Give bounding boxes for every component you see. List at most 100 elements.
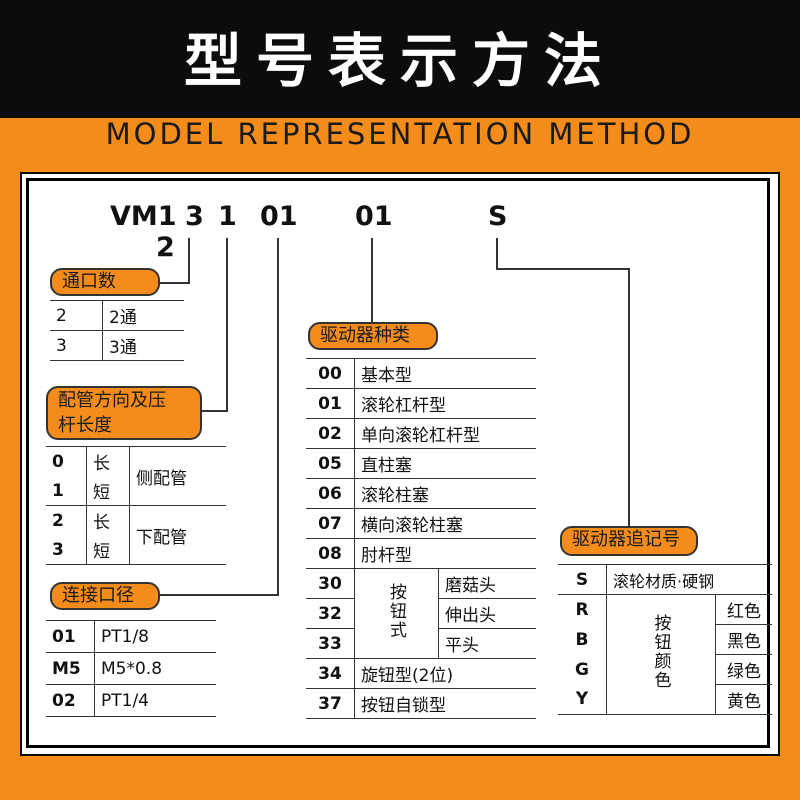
cell-desc: PT1/4 — [94, 684, 216, 717]
connector-suffix-v1 — [496, 238, 498, 270]
cell-desc: 2通 — [102, 300, 184, 331]
table-row: G 绿色 — [558, 654, 772, 685]
cell-color-group: 按钮颜色 — [650, 614, 671, 690]
cell-code: 32 — [306, 598, 355, 629]
label-piping-line1: 配管方向及压 — [58, 390, 166, 411]
cell-code: R — [575, 599, 589, 620]
label-ports: 通口数 — [50, 268, 160, 296]
cell-code: 00 — [306, 358, 355, 389]
cell-code: 3 — [50, 330, 103, 361]
connector-connection-h — [160, 594, 279, 596]
model-seg-actuator: 01 — [355, 201, 393, 232]
cell-desc: 滚轮材质·硬钢 — [606, 564, 772, 595]
cell-code: 2 — [50, 300, 103, 331]
cell-code: 07 — [306, 508, 355, 539]
connector-suffix-v2 — [628, 268, 630, 526]
cell-desc: 红色 — [715, 594, 772, 625]
cell-desc: 横向滚轮柱塞 — [354, 508, 536, 539]
cell-length: 短 — [86, 535, 130, 565]
cell-length: 短 — [86, 476, 130, 506]
cell-code: 33 — [306, 628, 355, 659]
cell-desc: 3通 — [102, 330, 184, 361]
cell-desc: 绿色 — [715, 654, 772, 685]
diagram-frame — [26, 178, 770, 748]
cell-code: 3 — [46, 535, 87, 565]
cell-code: 1 — [46, 476, 87, 506]
table-row: B 黑色 — [558, 624, 772, 655]
model-prefix: VM1 — [110, 201, 177, 232]
model-seg-connection: 01 — [260, 201, 298, 232]
cell-code: B — [575, 629, 589, 650]
cell-desc: 旋钮型(2位) — [354, 658, 536, 689]
connector-suffix-h — [496, 268, 630, 270]
page-subtitle: MODEL REPRESENTATION METHOD — [105, 117, 695, 151]
connector-ports-h — [159, 282, 190, 284]
cell-code: M5 — [46, 652, 95, 685]
cell-code: 30 — [306, 568, 355, 599]
table-row: R 按钮颜色 红色 — [558, 594, 772, 715]
label-connection: 连接口径 — [50, 582, 160, 610]
cell-group-bottom: 下配管 — [129, 505, 226, 565]
cell-code: S — [558, 564, 607, 595]
cell-desc: 黑色 — [715, 624, 772, 655]
cell-desc: 伸出头 — [438, 598, 536, 629]
cell-length: 长 — [86, 505, 130, 535]
cell-code: 2 — [52, 510, 64, 531]
label-piping: 配管方向及压 杆长度 — [46, 386, 202, 440]
cell-desc: 基本型 — [354, 358, 536, 389]
cell-code: 02 — [46, 684, 95, 717]
table-row: 33 平头 — [306, 628, 536, 659]
table-row: 2 长下配管 — [46, 505, 226, 565]
cell-desc: 平头 — [438, 628, 536, 659]
cell-desc: 滚轮柱塞 — [354, 478, 536, 509]
model-seg-suffix: S — [488, 201, 508, 232]
cell-code: 01 — [46, 620, 95, 653]
cell-desc: 直柱塞 — [354, 448, 536, 479]
cell-desc: 肘杆型 — [354, 538, 536, 569]
cell-code: G — [575, 659, 589, 680]
table-row: 32 伸出头 — [306, 598, 536, 629]
table-row: Y 黄色 — [558, 684, 772, 715]
model-seg-ports: 3 — [185, 201, 204, 232]
cell-length: 长 — [86, 446, 130, 476]
label-piping-line2: 杆长度 — [58, 415, 112, 436]
connector-piping-h — [202, 410, 228, 412]
cell-code: 37 — [306, 688, 355, 719]
cell-code: 08 — [306, 538, 355, 569]
cell-code: 34 — [306, 658, 355, 689]
cell-code: Y — [558, 684, 607, 715]
connector-piping — [226, 238, 228, 412]
cell-desc: 黄色 — [715, 684, 772, 715]
cell-code: 06 — [306, 478, 355, 509]
cell-code: 0 — [46, 446, 87, 476]
cell-desc: PT1/8 — [94, 620, 216, 653]
label-actuator: 驱动器种类 — [308, 322, 438, 350]
connector-connection — [277, 238, 279, 596]
header-bar — [0, 0, 800, 118]
model-seg-piping: 1 — [218, 201, 237, 232]
cell-button-group: 按钮式 — [386, 582, 406, 640]
cell-desc: 单向滚轮杠杆型 — [354, 418, 536, 449]
label-suffix: 驱动器追记号 — [560, 526, 698, 556]
